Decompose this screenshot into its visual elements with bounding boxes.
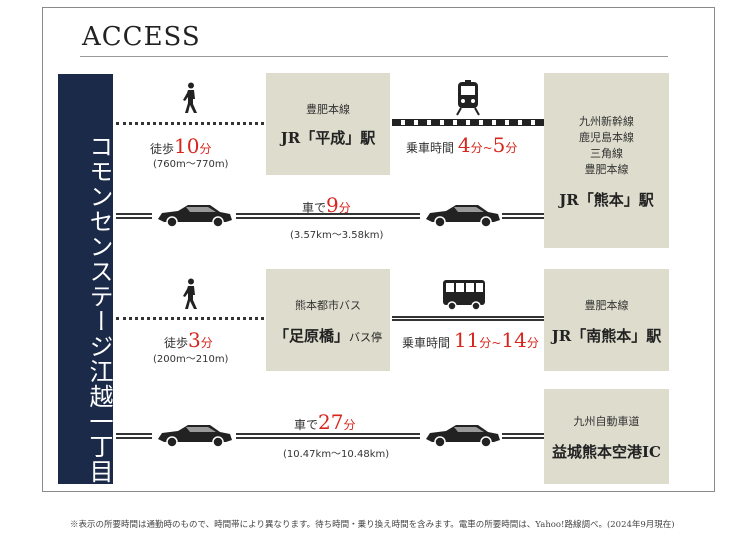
car-distance: (3.57km〜3.58km) (290, 230, 384, 241)
line-name: 豊肥本線 (584, 163, 629, 176)
bus-route-line (392, 316, 544, 321)
car-distance: (10.47km〜10.48km) (283, 449, 390, 460)
car-route-line-c (502, 433, 544, 439)
rail-route-line (392, 119, 544, 126)
bus-line: 熊本都市バス (295, 299, 361, 312)
access-frame (42, 7, 715, 492)
bus-stop-name: 「足原橋」バス停 (273, 327, 382, 345)
station-line: 豊肥本線 (584, 299, 629, 312)
car-icon (154, 423, 234, 447)
walk-route-line (116, 122, 264, 125)
station-name: JR「南熊本」駅 (551, 327, 662, 345)
car-route-line-c (502, 213, 544, 219)
walk-time-label: 徒歩10分 (150, 134, 212, 158)
ic-name: 益城熊本空港IC (552, 443, 661, 461)
title-divider (80, 56, 668, 57)
bus-stop-box: 熊本都市バス 「足原橋」バス停 (266, 269, 390, 371)
car-icon (422, 203, 502, 227)
bus-icon (441, 279, 487, 311)
walk-distance: (760m〜770m) (153, 159, 229, 170)
property-name: コモンセンステージ江越一丁目 (85, 134, 113, 484)
walk-time-label: 徒歩3分 (164, 328, 213, 352)
walk-route-line (116, 317, 264, 320)
station-line: 豊肥本線 (306, 103, 350, 116)
station-box-minami-kumamoto: 豊肥本線 JR「南熊本」駅 (544, 269, 669, 371)
walk-distance: (200m〜210m) (153, 354, 229, 365)
car-route-line-a (116, 433, 152, 439)
car-time-label: 車で27分 (294, 410, 356, 434)
car-time-label: 車で9分 (302, 193, 351, 217)
highway-name: 九州自動車道 (573, 415, 640, 428)
ic-box: 九州自動車道 益城熊本空港IC (544, 389, 669, 484)
car-route-line-a (116, 213, 152, 219)
bus-ride-time: 乗車時間 11分~14分 (402, 328, 539, 352)
station-box-kumamoto: 九州新幹線 鹿児島本線 三角線 豊肥本線 JR「熊本」駅 (544, 73, 669, 248)
page-title: ACCESS (82, 22, 201, 52)
line-name: 三角線 (590, 147, 623, 160)
footnote: ※表示の所要時間は通勤時のもので、時間帯により異なります。待ち時間・乗り換え時間… (70, 520, 675, 530)
train-icon (455, 80, 481, 116)
walking-person-icon (180, 278, 202, 310)
car-icon (422, 423, 502, 447)
line-name: 九州新幹線 (579, 115, 634, 128)
property-name-bar: コモンセンステージ江越一丁目 (58, 74, 113, 484)
car-route-line-b (236, 433, 420, 439)
car-icon (154, 203, 234, 227)
station-box-heisei: 豊肥本線 JR「平成」駅 (266, 73, 390, 175)
line-name: 鹿児島本線 (579, 131, 634, 144)
train-ride-time: 乗車時間 4分~5分 (406, 133, 518, 157)
car-route-line-b (236, 213, 420, 219)
station-name: JR「平成」駅 (280, 129, 376, 147)
station-name: JR「熊本」駅 (559, 191, 654, 209)
walking-person-icon (180, 82, 202, 114)
